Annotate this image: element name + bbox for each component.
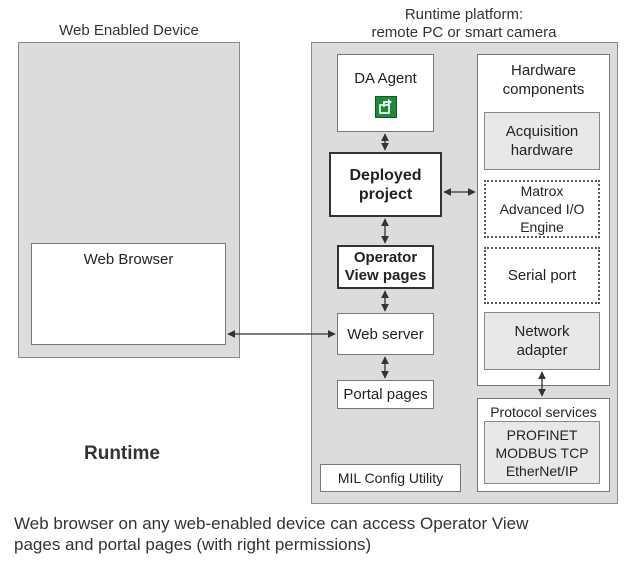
mil-config-utility-box: MIL Config Utility (320, 464, 461, 492)
operator-view-pages-box: Operator View pages (337, 245, 434, 289)
platform-title: Runtime platform: remote PC or smart cam… (371, 6, 557, 41)
serial-port-box: Serial port (484, 247, 600, 304)
da-agent-label: DA Agent (354, 70, 417, 87)
da-agent-box: DA Agent (337, 54, 434, 132)
device-title: Web Enabled Device (59, 22, 199, 39)
matrox-advanced-io-engine-box: Matrox Advanced I/O Engine (484, 180, 600, 238)
protocol-list-box: PROFINET MODBUS TCP EtherNet/IP (484, 421, 600, 484)
acquisition-hardware-box: Acquisition hardware (484, 112, 600, 170)
network-adapter-box: Network adapter (484, 312, 600, 370)
web-browser-box: Web Browser (31, 243, 226, 345)
portal-pages-box: Portal pages (337, 380, 434, 409)
export-icon (374, 96, 397, 118)
web-browser-label: Web Browser (83, 251, 174, 268)
caption: Web browser on any web-enabled device ca… (14, 514, 529, 554)
deployed-project-box: Deployed project (329, 152, 442, 217)
web-server-box: Web server (337, 313, 434, 355)
runtime-label: Runtime (84, 443, 160, 464)
